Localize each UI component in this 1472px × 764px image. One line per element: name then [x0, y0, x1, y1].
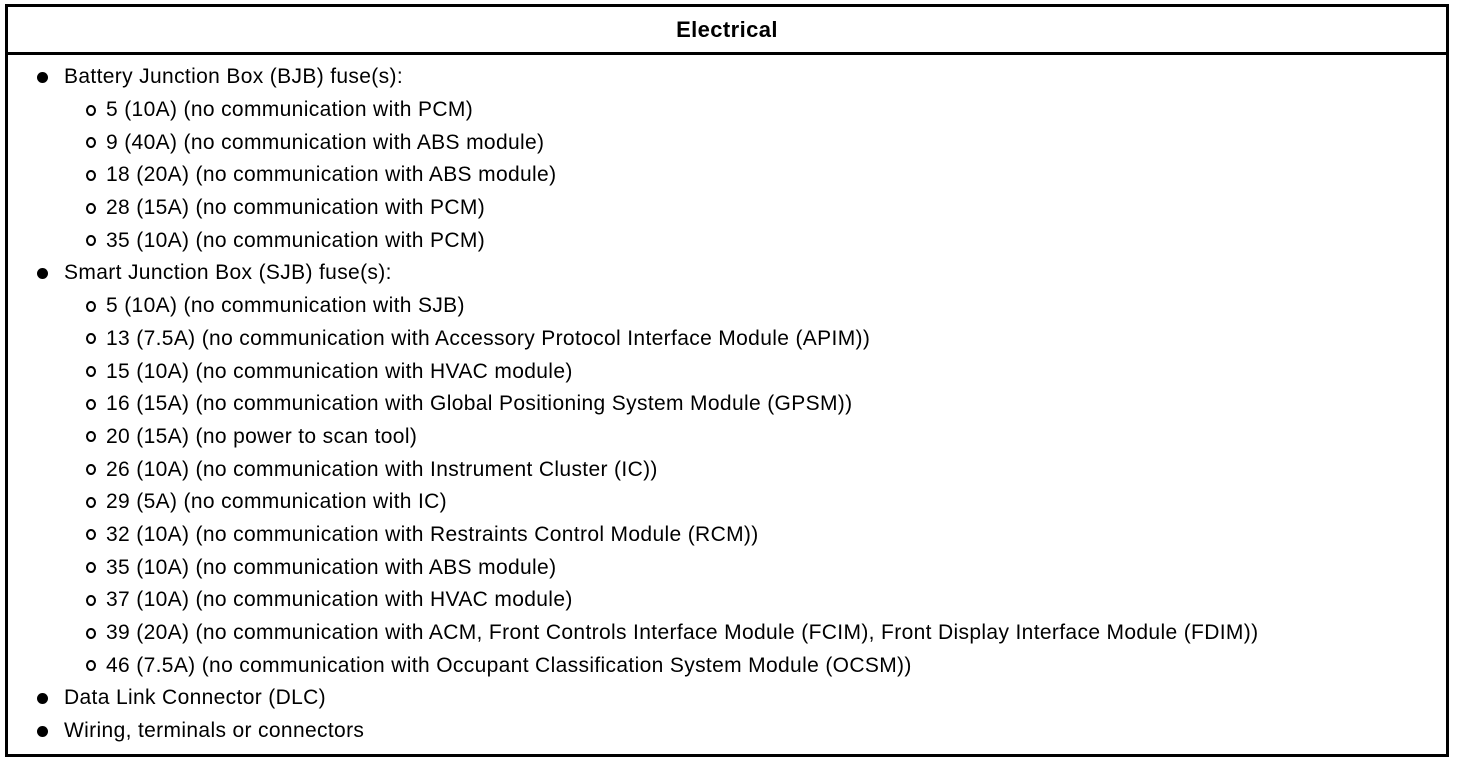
sub-list-item: 46 (7.5A) (no communication with Occupan… [8, 649, 1446, 682]
open-circle-bullet-icon [86, 496, 96, 508]
sub-list-item-label: 5 (10A) (no communication with PCM) [106, 98, 474, 122]
table-title: Electrical [676, 16, 778, 42]
sub-list-item: 28 (15A) (no communication with PCM) [8, 192, 1446, 225]
table-header: Electrical [8, 7, 1446, 55]
list-item: Smart Junction Box (SJB) fuse(s): [8, 257, 1446, 290]
open-circle-bullet-icon [86, 562, 96, 574]
sub-list-item: 5 (10A) (no communication with SJB) [8, 290, 1446, 323]
sub-list-item-label: 39 (20A) (no communication with ACM, Fro… [106, 621, 1259, 645]
filled-bullet-icon [37, 71, 48, 83]
filled-bullet-icon [37, 725, 48, 737]
open-circle-bullet-icon [86, 627, 96, 639]
sub-list-item-label: 16 (15A) (no communication with Global P… [106, 392, 853, 416]
sub-list-item: 37 (10A) (no communication with HVAC mod… [8, 584, 1446, 617]
sub-list-item-label: 18 (20A) (no communication with ABS modu… [106, 163, 557, 187]
sub-list-item: 16 (15A) (no communication with Global P… [8, 388, 1446, 421]
sub-list-item: 18 (20A) (no communication with ABS modu… [8, 159, 1446, 192]
open-circle-bullet-icon [86, 594, 96, 606]
sub-list-item-label: 20 (15A) (no power to scan tool) [106, 424, 418, 448]
list-item: Data Link Connector (DLC) [8, 682, 1446, 715]
open-circle-bullet-icon [86, 202, 96, 214]
sub-list-item-label: 28 (15A) (no communication with PCM) [106, 196, 486, 220]
sub-list-item: 35 (10A) (no communication with ABS modu… [8, 551, 1446, 584]
sub-list-item-label: 37 (10A) (no communication with HVAC mod… [106, 588, 573, 612]
sub-list-item-label: 15 (10A) (no communication with HVAC mod… [106, 359, 573, 383]
sub-list-item: 26 (10A) (no communication with Instrume… [8, 453, 1446, 486]
list-item-label: Data Link Connector (DLC) [64, 686, 327, 710]
open-circle-bullet-icon [86, 300, 96, 312]
sub-list-item-label: 5 (10A) (no communication with SJB) [106, 294, 465, 318]
sub-list-item: 29 (5A) (no communication with IC) [8, 486, 1446, 519]
sub-list-item-label: 35 (10A) (no communication with ABS modu… [106, 555, 557, 579]
sub-list-item-label: 13 (7.5A) (no communication with Accesso… [106, 326, 871, 350]
open-circle-bullet-icon [86, 529, 96, 541]
sub-list-item: 13 (7.5A) (no communication with Accesso… [8, 323, 1446, 356]
sub-list-item-label: 29 (5A) (no communication with IC) [106, 490, 448, 514]
list-item: Wiring, terminals or connectors [8, 715, 1446, 748]
sub-list-item: 20 (15A) (no power to scan tool) [8, 421, 1446, 454]
sub-list-item: 15 (10A) (no communication with HVAC mod… [8, 355, 1446, 388]
sub-list-item: 9 (40A) (no communication with ABS modul… [8, 126, 1446, 159]
list-item: Battery Junction Box (BJB) fuse(s): [8, 61, 1446, 94]
sub-list-item-label: 46 (7.5A) (no communication with Occupan… [106, 653, 912, 677]
electrical-causes-table: Electrical Battery Junction Box (BJB) fu… [5, 4, 1449, 757]
sub-list-item-label: 35 (10A) (no communication with PCM) [106, 228, 486, 252]
sub-list-item-label: 26 (10A) (no communication with Instrume… [106, 457, 658, 481]
open-circle-bullet-icon [86, 366, 96, 378]
list-item-label: Wiring, terminals or connectors [64, 719, 365, 743]
sub-list-item: 32 (10A) (no communication with Restrain… [8, 519, 1446, 552]
open-circle-bullet-icon [86, 333, 96, 345]
sub-list-item-label: 9 (40A) (no communication with ABS modul… [106, 130, 545, 154]
open-circle-bullet-icon [86, 431, 96, 443]
sub-list-item: 5 (10A) (no communication with PCM) [8, 94, 1446, 127]
list-item-label: Smart Junction Box (SJB) fuse(s): [64, 261, 392, 285]
open-circle-bullet-icon [86, 104, 96, 116]
table-body: Battery Junction Box (BJB) fuse(s): 5 (10… [8, 55, 1446, 747]
sub-list-item-label: 32 (10A) (no communication with Restrain… [106, 522, 759, 546]
open-circle-bullet-icon [86, 169, 96, 181]
open-circle-bullet-icon [86, 464, 96, 476]
open-circle-bullet-icon [86, 660, 96, 672]
open-circle-bullet-icon [86, 235, 96, 247]
open-circle-bullet-icon [86, 398, 96, 410]
list-item-label: Battery Junction Box (BJB) fuse(s): [64, 65, 404, 89]
sub-list-item: 39 (20A) (no communication with ACM, Fro… [8, 617, 1446, 650]
filled-bullet-icon [37, 267, 48, 279]
open-circle-bullet-icon [86, 137, 96, 149]
sub-list-item: 35 (10A) (no communication with PCM) [8, 224, 1446, 257]
filled-bullet-icon [37, 692, 48, 704]
